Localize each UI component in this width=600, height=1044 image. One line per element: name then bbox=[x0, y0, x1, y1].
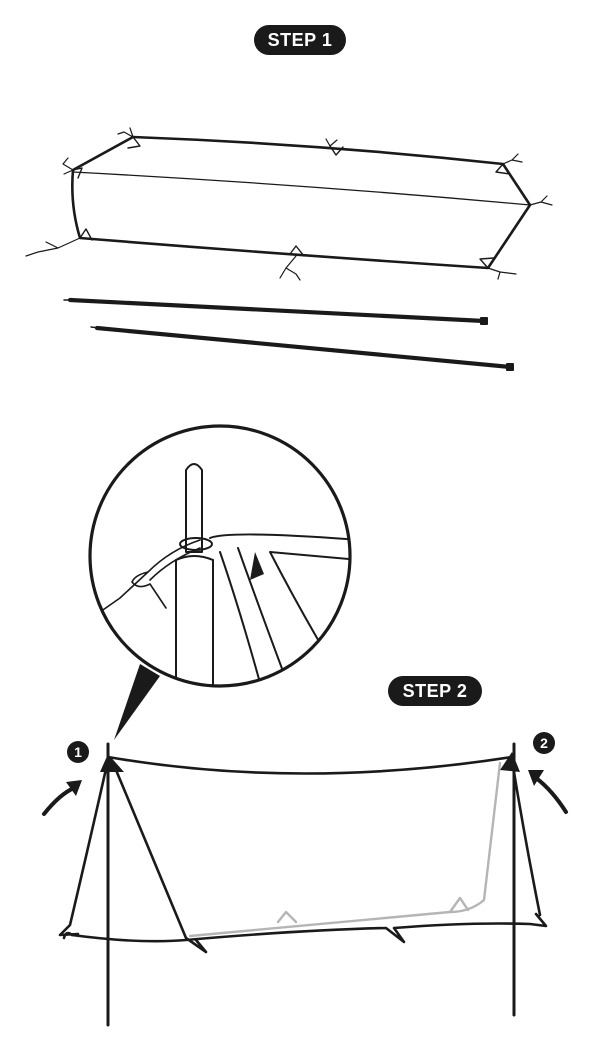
tarp-flat-centerline bbox=[72, 171, 531, 206]
tarp-tab bbox=[72, 167, 83, 179]
poles-upright bbox=[106, 742, 516, 1027]
step-number-1-marker: 1 bbox=[67, 741, 89, 763]
step-1-badge: STEP 1 bbox=[254, 25, 346, 55]
tarp-tab bbox=[495, 163, 511, 175]
tarp-back-panel bbox=[188, 761, 516, 938]
pole-1 bbox=[63, 297, 488, 325]
tarp-tab bbox=[127, 136, 141, 149]
detail-rope bbox=[99, 539, 201, 613]
detail-pointer bbox=[114, 664, 160, 740]
tarp-tab bbox=[479, 257, 495, 269]
apex-cap-1 bbox=[100, 754, 124, 772]
tarp-pitched bbox=[58, 752, 548, 954]
tarp-tab bbox=[79, 228, 93, 241]
step-number-2-marker: 2 bbox=[533, 732, 555, 754]
detail-magnifier bbox=[88, 424, 352, 740]
arrow-up-icon bbox=[42, 780, 82, 816]
tarp-tab bbox=[329, 145, 344, 156]
arrow-up-icon bbox=[528, 770, 568, 814]
tarp-flat-outline bbox=[71, 135, 532, 270]
tarp-tab bbox=[289, 245, 305, 257]
poles-flat bbox=[63, 297, 514, 371]
pole-2 bbox=[90, 325, 514, 371]
step-2-badge: STEP 2 bbox=[388, 676, 482, 706]
tarp-flat bbox=[25, 127, 553, 281]
tarp-guy-lines bbox=[25, 127, 553, 281]
apex-cap-2 bbox=[500, 752, 520, 772]
tarp-front-panel bbox=[58, 755, 548, 954]
